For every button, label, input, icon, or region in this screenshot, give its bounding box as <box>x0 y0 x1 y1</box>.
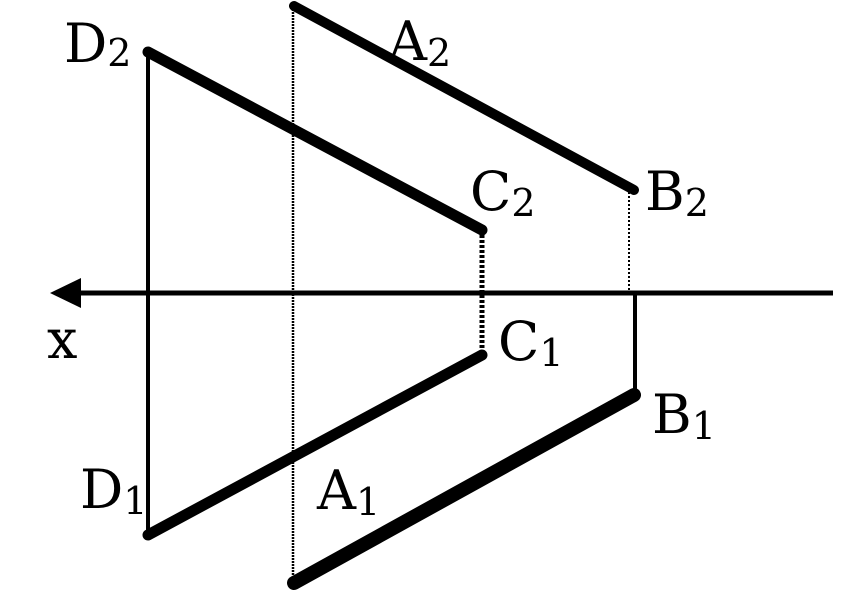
label-c2: C2 <box>470 160 536 225</box>
x-axis-arrow-icon <box>50 278 81 308</box>
label-b1: B1 <box>652 383 716 448</box>
label-a2: A2 <box>387 10 451 75</box>
label-d1: D1 <box>80 458 147 523</box>
segment-d2-c2 <box>142 46 488 236</box>
segment-a1-b1 <box>287 388 641 590</box>
label-d2: D2 <box>64 12 131 75</box>
label-a1: A1 <box>316 459 380 524</box>
axis-label-x: x <box>47 308 77 371</box>
label-c1: C1 <box>498 310 564 375</box>
label-b2: B2 <box>645 160 709 225</box>
segment-d1-c1 <box>142 349 488 541</box>
segment-a2-b2 <box>289 1 639 195</box>
